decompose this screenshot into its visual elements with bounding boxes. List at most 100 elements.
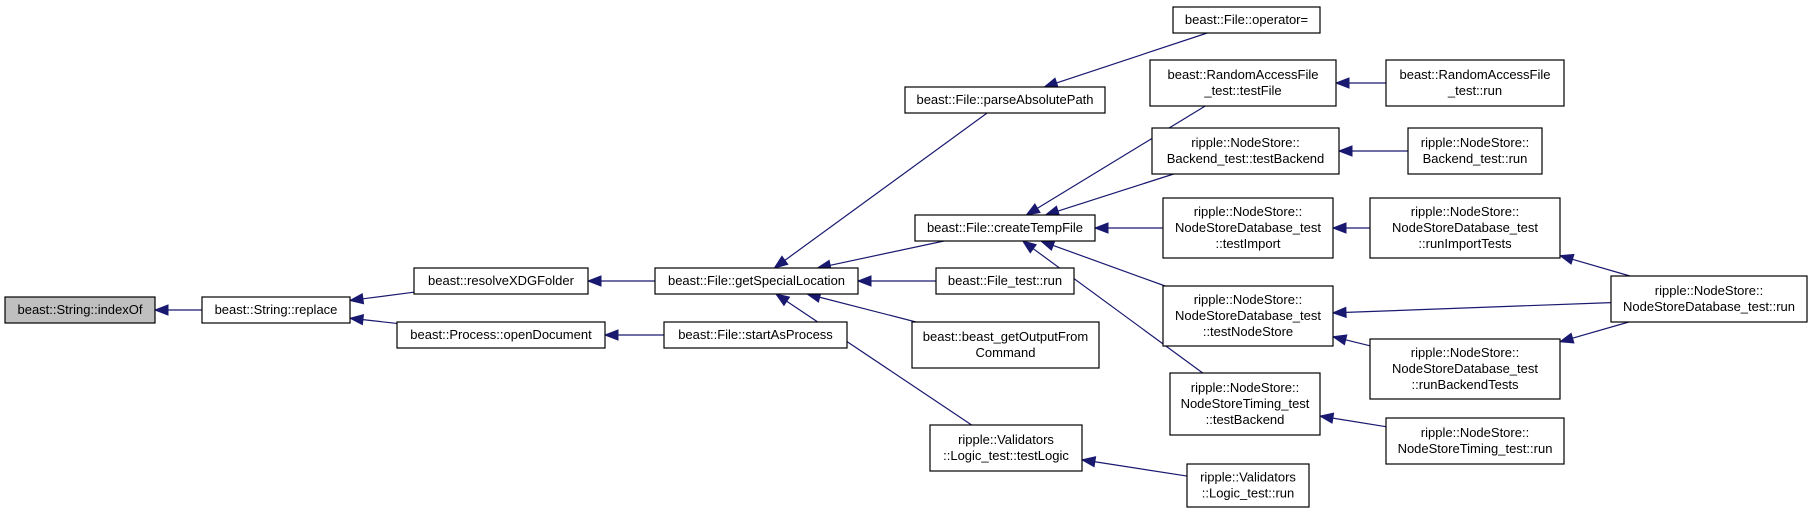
node-box [1149, 59, 1337, 107]
node-logicTestLogic[interactable]: ripple::Validators::Logic_test::testLogi… [929, 424, 1083, 472]
node-startAsProcess[interactable]: beast::File::startAsProcess [663, 321, 848, 349]
arrowhead-icon [1080, 456, 1097, 468]
arrowhead-icon [1558, 253, 1575, 265]
node-box [663, 321, 848, 349]
node-box [4, 296, 156, 324]
node-rafTestRun[interactable]: beast::RandomAccessFile_test::run [1385, 59, 1565, 107]
node-logicTestRun[interactable]: ripple::Validators::Logic_test::run [1186, 463, 1310, 508]
node-label-line: beast::RandomAccessFile [1399, 67, 1550, 82]
edge-backendTestBackend-to-createTempFile [1044, 173, 1174, 217]
edge-backendTestRun-to-backendTestBackend [1337, 145, 1408, 157]
node-label-line: beast::resolveXDGFolder [428, 273, 575, 288]
node-box [1162, 285, 1334, 347]
edge-line [1037, 105, 1206, 209]
arrowhead-icon [774, 293, 791, 307]
arrowhead-icon [856, 275, 872, 287]
node-label-line: ripple::NodeStore:: [1411, 204, 1519, 219]
edge-line [784, 112, 988, 261]
node-createTempFile[interactable]: beast::File::createTempFile [914, 214, 1096, 242]
edge-line [1345, 339, 1371, 347]
edge-parseAbsolutePath-to-getSpecialLocation [773, 112, 988, 269]
node-label-line: NodeStoreDatabase_test [1175, 220, 1321, 235]
node-label-line: beast::File::operator= [1185, 12, 1308, 27]
node-openDocument[interactable]: beast::Process::openDocument [396, 321, 606, 349]
node-box [1151, 127, 1340, 175]
node-label-line: ripple::NodeStore:: [1421, 425, 1529, 440]
edge-ndbRunBackendTests-to-ndbTestNodeStore [1331, 334, 1371, 347]
nodes-layer: beast::String::indexOf beast::String::rep… [4, 6, 1808, 508]
node-label-line: beast::RandomAccessFile [1167, 67, 1318, 82]
node-indexOf[interactable]: beast::String::indexOf [4, 296, 156, 324]
arrowhead-icon [1318, 412, 1335, 424]
node-label-line: Command [976, 345, 1036, 360]
node-timingTestRun[interactable]: ripple::NodeStore::NodeStoreTiming_test:… [1385, 417, 1565, 465]
edge-ndbTestRun-to-ndbRunImportTests [1558, 253, 1631, 277]
node-box [1369, 338, 1561, 400]
edge-startAsProcess-to-openDocument [603, 329, 664, 341]
edge-line [1056, 32, 1208, 84]
node-ndbTestNodeStore[interactable]: ripple::NodeStore::NodeStoreDatabase_tes… [1162, 285, 1334, 347]
edge-openDocument-to-replace [348, 314, 398, 326]
node-ndbRunImportTests[interactable]: ripple::NodeStore::NodeStoreDatabase_tes… [1369, 197, 1561, 259]
edge-line [362, 319, 398, 325]
node-backendTestBackend[interactable]: ripple::NodeStore::Backend_test::testBac… [1151, 127, 1340, 175]
arrowhead-icon [348, 314, 365, 326]
node-box [413, 267, 589, 295]
node-label-line: ::testNodeStore [1203, 324, 1293, 339]
node-label-line: beast::File::createTempFile [927, 220, 1083, 235]
arrowhead-icon [1093, 222, 1109, 234]
arrowhead-icon [773, 255, 789, 269]
node-label-line: ripple::Validators [958, 432, 1054, 447]
node-label-line: ripple::NodeStore:: [1655, 283, 1763, 298]
node-label-line: ripple::NodeStore:: [1191, 135, 1299, 150]
arrowhead-icon [1042, 77, 1059, 89]
node-box [396, 321, 606, 349]
node-fileTestRun[interactable]: beast::File_test::run [935, 267, 1075, 295]
node-box [1172, 6, 1321, 34]
node-timingTestBackend[interactable]: ripple::NodeStore::NodeStoreTiming_test:… [1169, 372, 1321, 436]
node-label-line: ripple::NodeStore:: [1194, 204, 1302, 219]
edge-resolveXDG-to-replace [348, 291, 415, 305]
node-label-line: ripple::NodeStore:: [1411, 345, 1519, 360]
node-label-line: beast::String::replace [215, 302, 338, 317]
edge-line [1345, 302, 1612, 313]
node-operatorAssign[interactable]: beast::File::operator= [1172, 6, 1321, 34]
node-label-line: NodeStoreDatabase_test::run [1623, 299, 1795, 314]
node-label-line: NodeStoreDatabase_test [1392, 361, 1538, 376]
edge-rafTestRun-to-rafTestFile [1334, 77, 1386, 89]
edge-line [1332, 417, 1387, 428]
node-replace[interactable]: beast::String::replace [201, 296, 351, 324]
node-backendTestRun[interactable]: ripple::NodeStore::Backend_test::run [1407, 127, 1543, 175]
node-label-line: NodeStoreDatabase_test [1392, 220, 1538, 235]
edge-timingTestRun-to-timingTestBackend [1318, 412, 1387, 428]
node-box [1407, 127, 1543, 175]
node-rafTestFile[interactable]: beast::RandomAccessFile_test::testFile [1149, 59, 1337, 107]
arrowhead-icon [1337, 145, 1353, 157]
node-resolveXDG[interactable]: beast::resolveXDGFolder [413, 267, 589, 295]
edge-ndbTestImport-to-createTempFile [1093, 222, 1163, 234]
edge-line [1572, 258, 1631, 277]
edge-line [1572, 321, 1629, 339]
edge-line [362, 291, 415, 300]
arrowhead-icon [1331, 306, 1347, 319]
node-box [935, 267, 1075, 295]
node-box [654, 267, 859, 295]
node-parseAbsolutePath[interactable]: beast::File::parseAbsolutePath [904, 86, 1106, 114]
node-label-line: _test::run [1447, 83, 1502, 98]
node-box [914, 214, 1096, 242]
node-ndbTestRun[interactable]: ripple::NodeStore::NodeStoreDatabase_tes… [1610, 275, 1808, 323]
arrowhead-icon [1025, 203, 1041, 216]
node-box [1610, 275, 1808, 323]
edge-rafTestFile-to-createTempFile [1025, 105, 1206, 216]
node-label-line: beast::File::getSpecialLocation [668, 273, 845, 288]
node-getSpecialLocation[interactable]: beast::File::getSpecialLocation [654, 267, 859, 295]
node-ndbRunBackendTests[interactable]: ripple::NodeStore::NodeStoreDatabase_tes… [1369, 338, 1561, 400]
arrowhead-icon [1331, 222, 1347, 234]
node-ndbTestImport[interactable]: ripple::NodeStore::NodeStoreDatabase_tes… [1162, 197, 1334, 259]
node-label-line: NodeStoreTiming_test [1181, 396, 1310, 411]
edge-line [830, 240, 945, 266]
edge-getSpecialLocation-to-resolveXDG [586, 275, 655, 287]
node-box [1162, 197, 1334, 259]
arrowhead-icon [1331, 334, 1348, 346]
